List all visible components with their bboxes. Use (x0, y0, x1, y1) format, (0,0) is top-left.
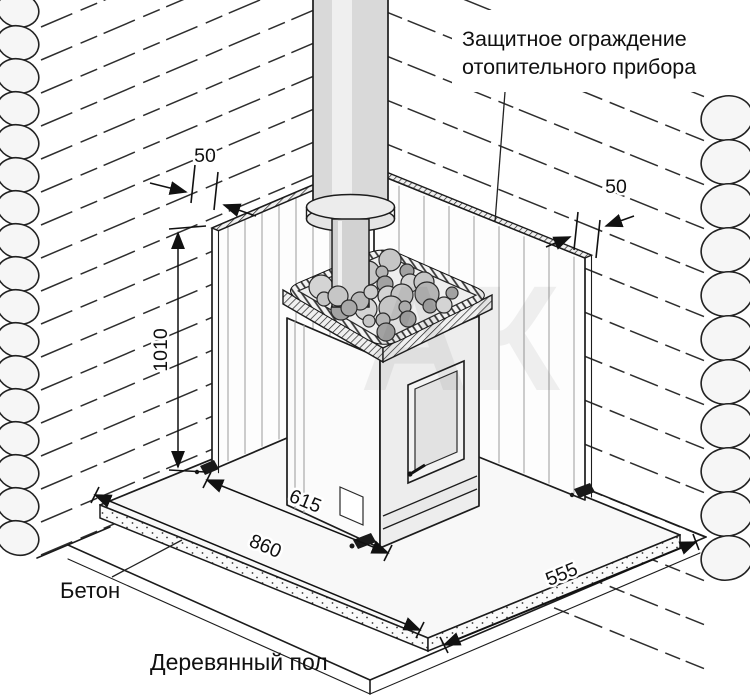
dimension-line (442, 541, 698, 646)
anchor-bolt (349, 543, 355, 549)
extension-tick (202, 471, 212, 489)
dimension-value: 50 (605, 176, 627, 198)
screen-foot-bracket-right (574, 483, 595, 498)
stone (327, 285, 349, 307)
log-line (40, 61, 348, 193)
stone (362, 314, 376, 328)
extension-tick (439, 636, 449, 654)
dimension-gap-left: 50 (149, 143, 257, 217)
log-line (40, 127, 348, 259)
dimension-value: 50 (194, 145, 216, 167)
tray-rim-grate (291, 250, 484, 344)
concrete-leader-line (111, 539, 183, 578)
gap-tick (595, 219, 601, 259)
extension-line (168, 225, 207, 230)
extension-tick (90, 486, 100, 504)
extension-tick (692, 533, 700, 551)
sauna-stove (282, 248, 493, 549)
log-line (351, 85, 705, 230)
stone (399, 310, 417, 328)
callout-protective-screen: Защитное ограждение отопительного прибор… (462, 27, 696, 223)
callout-text-backdrop (452, 10, 750, 92)
log-line (40, 160, 348, 292)
gap-arrow (604, 213, 635, 228)
callout-text-line1: Защитное ограждение (462, 27, 687, 51)
dimension-line (93, 494, 422, 631)
log-line (351, 41, 705, 186)
left-log-wall-ends (0, 0, 40, 557)
callout-text-line2: отопительного прибора (462, 55, 696, 79)
right-wall-floor-junction (591, 490, 707, 538)
concrete-label-text: Бетон (60, 578, 120, 603)
gap-arrow (222, 203, 257, 217)
log-line (40, 0, 262, 94)
stone (435, 296, 453, 314)
callout-leader-line (494, 91, 506, 223)
gap-arrow (545, 236, 572, 250)
stone (376, 322, 396, 342)
dimension-gap-right: 50 (545, 174, 635, 259)
right-log-wall-ends (700, 95, 750, 581)
anchor-bolt (569, 492, 575, 498)
watermark: АК (360, 254, 560, 422)
chimney-flange-upper (305, 193, 396, 221)
dimension-screen-height: 1010 (148, 225, 207, 473)
chimney-pipe (305, 0, 396, 317)
stone (340, 299, 358, 317)
extension-tick (415, 621, 425, 639)
log-line (351, 129, 705, 274)
door-handle (411, 463, 426, 475)
chimney-highlight (332, 0, 352, 207)
stone (378, 248, 402, 272)
log-line (40, 0, 185, 61)
log-line (40, 0, 107, 28)
log-line (40, 28, 348, 160)
gap-tick (573, 211, 579, 251)
stone (445, 286, 459, 300)
stove-door (407, 359, 465, 485)
dimension-value: 1010 (150, 328, 172, 372)
log-line (40, 94, 348, 226)
log-end (700, 535, 750, 581)
extension-line (168, 469, 207, 473)
log-end (0, 519, 40, 557)
gap-tick (190, 164, 196, 204)
gap-arrow (149, 181, 188, 195)
label-concrete: Бетон (60, 539, 183, 603)
door-panel (414, 370, 458, 471)
door-hinge-pin (407, 471, 413, 477)
gap-tick (213, 171, 219, 211)
wooden-floor-label-text: Деревянный пол (150, 649, 328, 675)
log-line (40, 0, 340, 127)
stone (363, 284, 379, 300)
